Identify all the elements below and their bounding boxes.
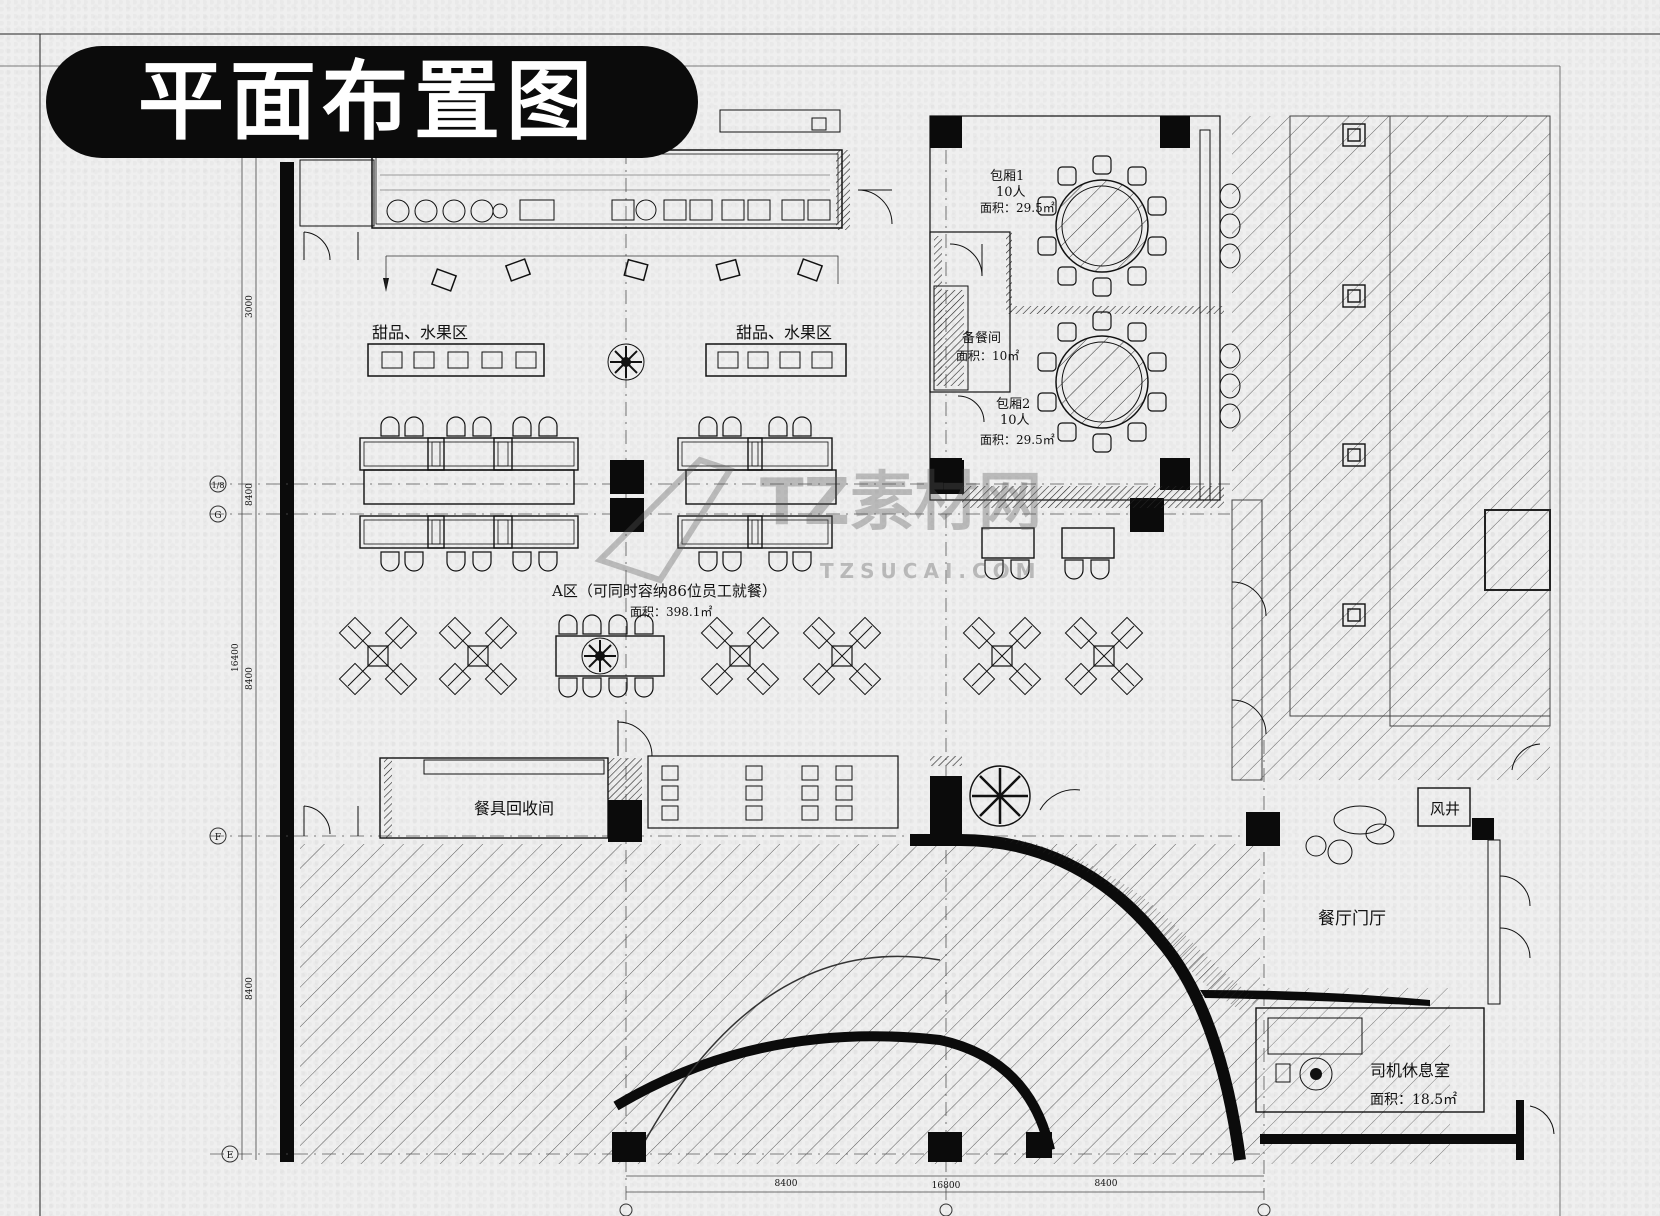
tableware-room-label: 餐具回收间 bbox=[474, 799, 554, 818]
dessert-left-label: 甜品、水果区 bbox=[372, 323, 468, 342]
dim-8400-e: 8400 bbox=[1095, 1179, 1118, 1189]
pantry-area: 面积：10㎡ bbox=[956, 349, 1019, 363]
driver-room-name: 司机休息室 bbox=[1370, 1061, 1450, 1080]
dessert-right-label: 甜品、水果区 bbox=[736, 323, 832, 342]
axis-label-a: 1/8 bbox=[212, 481, 225, 490]
axis-label-d: E bbox=[227, 1151, 234, 1161]
dim-8400-b: 8400 bbox=[245, 667, 255, 690]
dim-3000: 3000 bbox=[245, 295, 255, 318]
room2-area: 面积：29.5㎡ bbox=[980, 433, 1055, 447]
page-title: 平面布置图 bbox=[138, 52, 598, 152]
room1-capacity: 10人 bbox=[996, 185, 1026, 200]
axis-label-b: G bbox=[214, 511, 221, 521]
dim-16800: 16800 bbox=[932, 1181, 961, 1191]
zone-a-area: 面积：398.1㎡ bbox=[630, 605, 712, 619]
room1-area: 面积：29.5㎡ bbox=[980, 201, 1055, 215]
zone-a-label: A区（可同时容纳86位员工就餐） bbox=[551, 582, 777, 600]
dim-8400-a: 8400 bbox=[245, 483, 255, 506]
dim-8400-c: 8400 bbox=[245, 977, 255, 1000]
driver-room-area: 面积：18.5㎡ bbox=[1370, 1092, 1457, 1108]
watermark-sub: TZSUCAI.COM bbox=[820, 559, 1042, 583]
lobby-label: 餐厅门厅 bbox=[1318, 909, 1386, 929]
title-badge: 平面布置图 bbox=[46, 46, 698, 158]
dim-16400: 16400 bbox=[231, 643, 241, 672]
axis-label-c: F bbox=[215, 833, 221, 843]
pantry-name: 备餐间 bbox=[962, 330, 1001, 346]
air-shaft-label: 风井 bbox=[1430, 800, 1460, 818]
room2-capacity: 10人 bbox=[1000, 413, 1030, 428]
room1-name: 包厢1 bbox=[990, 169, 1024, 184]
room2-name: 包厢2 bbox=[996, 397, 1030, 412]
watermark-main: TZ素材网 bbox=[760, 466, 1042, 540]
dim-8400-d: 8400 bbox=[775, 1179, 798, 1189]
